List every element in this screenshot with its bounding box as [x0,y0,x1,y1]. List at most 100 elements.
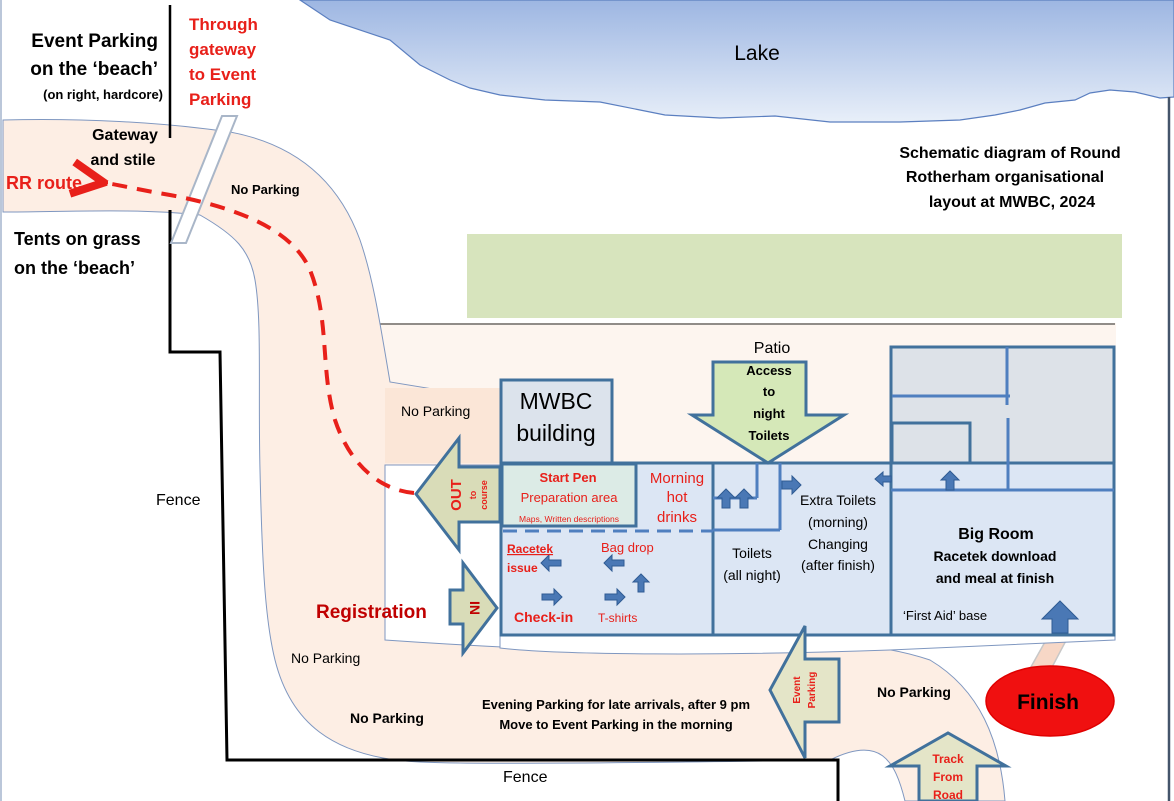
racetek-issue-label: Racetek [507,542,553,556]
evening-parking-label: Evening Parking for late arrivals, after… [482,697,750,732]
label-line: (after finish) [801,557,875,573]
mwbc-building-block [499,378,614,465]
out-to-course-arrow [414,433,502,555]
event-parking-arrow-label: Event Parking [792,672,818,709]
arrow-up-icon [631,573,651,593]
event-parking-beach-label: Event Parking on the ‘beach’ (on right, … [30,31,163,102]
access-night-toilets-arrow [686,360,850,465]
rr-route-label: RR route [6,173,82,193]
start-pen-label: Start Pen Preparation area Maps, Written… [519,470,619,524]
label-line: to Event [189,65,256,84]
label-line: Parking [807,672,818,709]
label-line: MWBC [520,388,593,414]
label-line: Tents on grass [14,229,141,249]
track-from-road-arrow [884,731,1012,801]
arrow-left-icon [874,470,892,488]
label-line: on the ‘beach’ [30,59,158,80]
label-line: Changing [808,536,868,552]
start-pen-subtitle: Preparation area [521,490,619,505]
title-line: layout at MWBC, 2024 [929,194,1095,211]
no-parking-bottom: No Parking [350,710,424,726]
main-building [499,345,1116,637]
diagram-title: Schematic diagram of Round Rotherham org… [899,145,1120,211]
label-line: (morning) [808,514,868,530]
tents-label: Tents on grass on the ‘beach’ [14,229,141,278]
no-parking-near-building: No Parking [401,403,470,419]
label-line: hot [667,489,689,506]
no-parking-top: No Parking [231,182,300,197]
near-building-area [385,388,500,463]
start-pen-title: Start Pen [539,470,596,485]
event-parking-arrow [768,625,841,759]
label-line: Access [746,363,792,378]
label-line: Track [932,752,964,766]
first-aid-label: ‘First Aid’ base [903,608,987,623]
first-aid-arrow-icon [1040,600,1080,634]
fence-left [168,210,840,801]
lake-label: Lake [734,42,780,65]
label-line: Road [933,788,963,801]
flow-arrows [540,470,1080,634]
label-line: Racetek download [934,548,1057,564]
label-line: on the ‘beach’ [14,258,135,278]
label-line: and meal at finish [936,570,1054,586]
no-parking-left-lower: No Parking [291,650,360,666]
check-in-label: Check-in [514,609,573,625]
label-line: Extra Toilets [800,492,876,508]
start-pen-note: Maps, Written descriptions [519,514,619,524]
label-line: Evening Parking for late arrivals, after… [482,697,750,712]
label-line: Parking [189,90,251,109]
out-label: OUT [448,479,465,511]
arrow-up-icon [939,470,961,491]
arrow-right-icon [604,587,626,607]
arrow-left-icon [603,553,625,573]
out-sublabel: course [479,480,489,510]
tshirts-label: T-shirts [598,611,637,625]
label-line: night [753,406,785,421]
no-parking-right-bottom: No Parking [877,684,951,700]
lake [298,0,1174,123]
patio-label: Patio [754,340,791,357]
finish-label: Finish [1017,691,1079,714]
registration-room-labels: Racetek issue Bag drop Check-in T-shirts [507,540,654,625]
access-night-toilets-label: Access to night Toilets [746,363,792,443]
finish-marker [985,665,1115,737]
out-arrow-label: OUT to course [448,479,489,511]
fence-left-label: Fence [156,492,201,509]
label-line: Morning [650,470,704,487]
in-arrow-label: IN [467,601,483,615]
label-line: From [933,770,963,784]
upper-rooms [889,345,1116,465]
label-line: Gateway [92,127,158,144]
bag-drop-label: Bag drop [601,540,654,555]
racetek-issue-label: issue [507,561,538,575]
label-line: Move to Event Parking in the morning [499,717,732,732]
label-line: gateway [189,40,257,59]
through-gateway-label: Through gateway to Event Parking [189,15,258,109]
in-arrow [448,558,499,658]
arrow-right-icon [541,587,563,607]
building-lower-edge [499,634,1116,655]
label-line: building [516,420,595,446]
gateway-stile-label: Gateway and stile [91,127,158,169]
label-line: and stile [91,152,156,169]
label-line: Toilets [749,428,790,443]
fence-bottom-label: Fence [503,769,548,786]
label-line: Event Parking [31,31,158,52]
extra-toilets-label: Extra Toilets (morning) Changing (after … [800,492,876,573]
rr-route-path [100,182,415,495]
label-line: to [763,384,775,399]
label-line: (all night) [723,567,781,583]
label-line: Toilets [732,545,772,561]
big-room-label: Big Room Racetek download and meal at fi… [934,526,1057,586]
big-room-title: Big Room [958,526,1034,543]
arrow-left-icon [540,553,562,573]
label-line: Event [792,676,803,704]
arrow-right-icon [781,474,802,496]
label-line: Through [189,15,258,34]
title-line: Schematic diagram of Round [899,145,1120,162]
label-note: (on right, hardcore) [43,87,163,102]
out-sublabel: to [468,490,478,499]
grass-area [467,234,1122,318]
